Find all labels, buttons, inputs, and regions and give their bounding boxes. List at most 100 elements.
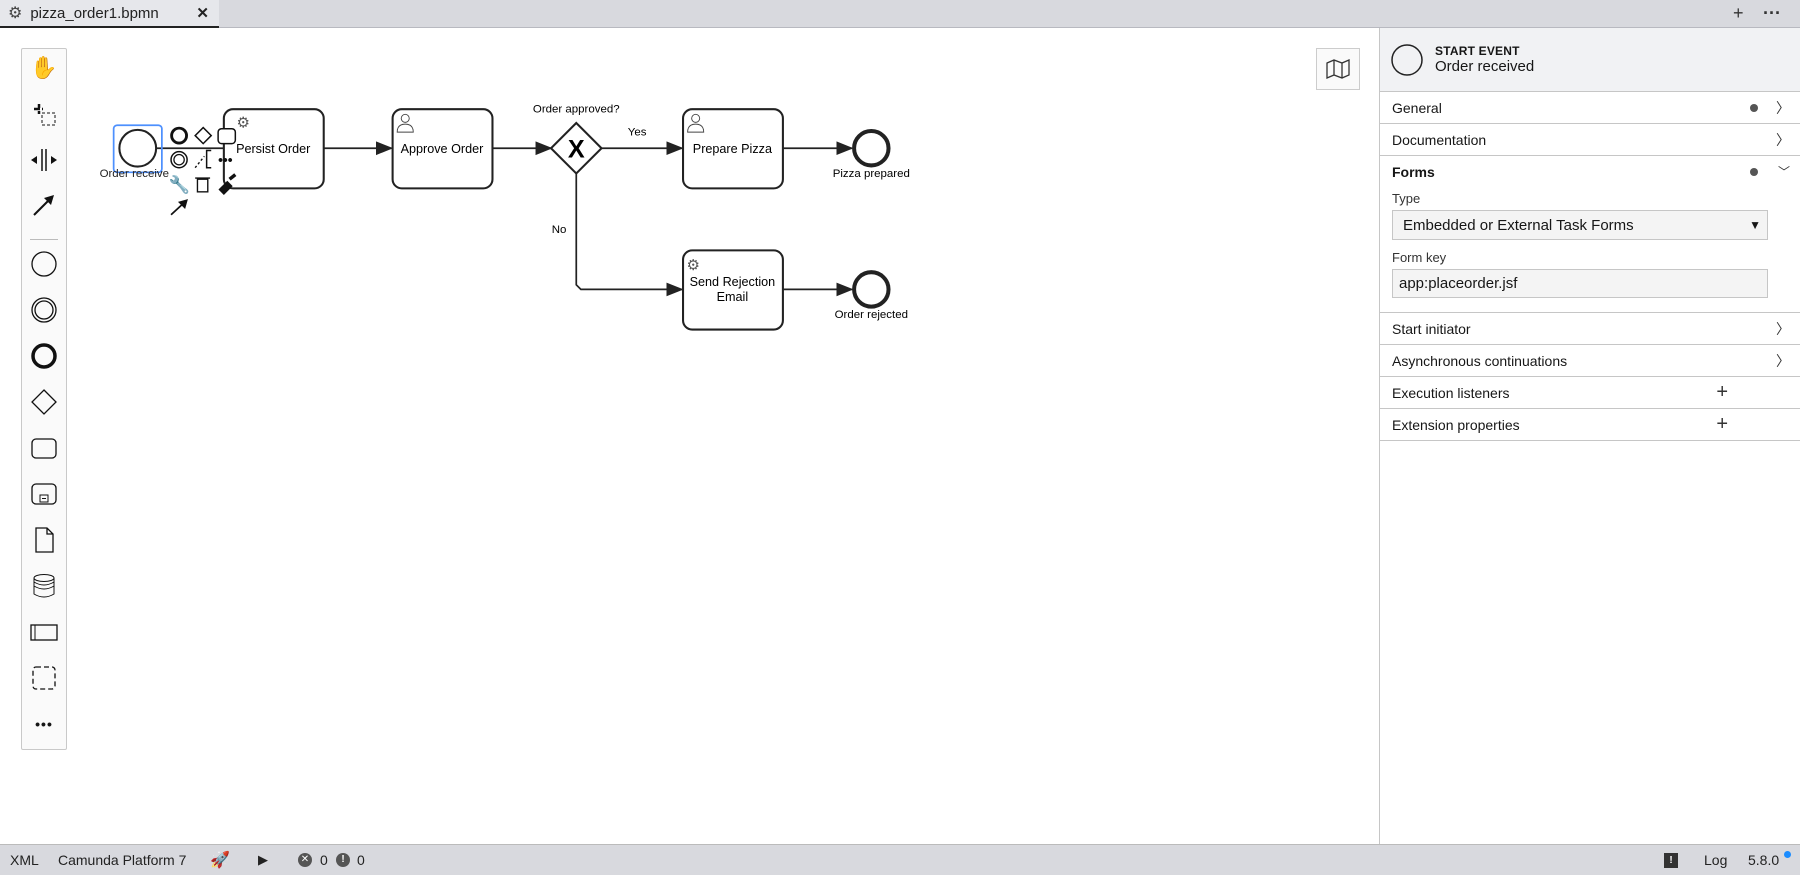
minimap-toggle[interactable] bbox=[1316, 48, 1360, 90]
xml-button[interactable]: XML bbox=[10, 852, 39, 868]
exclusive-gateway[interactable]: X bbox=[549, 121, 603, 175]
add-listener-button[interactable]: + bbox=[1716, 381, 1728, 403]
group-general: General 〉 bbox=[1380, 92, 1800, 124]
create-gateway[interactable] bbox=[22, 383, 66, 421]
task-persist-order[interactable]: ⚙ Persist Order bbox=[222, 108, 325, 190]
group-header-general[interactable]: General 〉 bbox=[1380, 92, 1800, 123]
group-header-extension-properties[interactable]: Extension properties+ bbox=[1380, 409, 1800, 440]
gear-icon: ⚙ bbox=[8, 5, 23, 22]
create-data-store[interactable] bbox=[22, 567, 66, 605]
sequence-flow-no bbox=[575, 173, 684, 297]
deploy-rocket-icon[interactable]: 🚀 bbox=[210, 852, 230, 869]
text-annotation-icon[interactable] bbox=[194, 155, 205, 169]
group-extension-properties: Extension properties+ bbox=[1380, 409, 1800, 441]
group-header-execution-listeners[interactable]: Execution listeners+ bbox=[1380, 377, 1800, 408]
group-header-async[interactable]: Asynchronous continuations 〉 bbox=[1380, 345, 1800, 376]
intermediate-event-icon bbox=[31, 297, 57, 323]
data-store-icon bbox=[33, 574, 55, 598]
group-label: Documentation bbox=[1392, 131, 1487, 148]
add-property-button[interactable]: + bbox=[1716, 413, 1728, 435]
group-forms: Forms﹀ Type Embedded or External Task Fo… bbox=[1380, 156, 1800, 313]
more-icon: ••• bbox=[35, 716, 53, 732]
form-type-select[interactable]: Embedded or External Task Forms▼ bbox=[1392, 210, 1768, 240]
form-key-label: Form key bbox=[1392, 250, 1447, 265]
space-tool-icon bbox=[31, 149, 57, 171]
group-header-forms[interactable]: Forms﹀ bbox=[1380, 156, 1800, 187]
chevron-right-icon: 〉 bbox=[1776, 99, 1790, 116]
task-send-rejection-email[interactable]: ⚙ Send Rejection Email bbox=[682, 249, 784, 331]
map-icon bbox=[1326, 59, 1350, 79]
group-header-documentation[interactable]: Documentation〉 bbox=[1380, 124, 1800, 155]
chevron-down-icon: ▼ bbox=[1749, 218, 1761, 232]
task-approve-order[interactable]: Approve Order bbox=[391, 108, 494, 190]
append-gateway-icon[interactable] bbox=[194, 126, 213, 145]
data-object-icon bbox=[35, 527, 54, 553]
create-end-event[interactable] bbox=[22, 337, 66, 375]
start-event-icon bbox=[31, 251, 57, 277]
connect-arrow-icon[interactable] bbox=[170, 199, 188, 216]
warning-icon[interactable]: ! bbox=[336, 853, 350, 867]
create-start-event[interactable] bbox=[22, 245, 66, 283]
create-intermediate-event[interactable] bbox=[22, 291, 66, 329]
start-event-label: Order receive bbox=[100, 168, 169, 180]
create-pool[interactable] bbox=[22, 613, 66, 651]
group-label: Start initiator bbox=[1392, 320, 1471, 337]
space-tool[interactable] bbox=[22, 141, 66, 179]
data-indicator-dot bbox=[1750, 167, 1758, 176]
end-event-order-rejected[interactable] bbox=[852, 270, 891, 309]
flow-label-yes: Yes bbox=[628, 127, 647, 139]
close-tab-button[interactable]: ✕ bbox=[196, 5, 209, 22]
form-key-input[interactable]: app:placeorder.jsf bbox=[1392, 269, 1768, 298]
service-task-gear-icon: ⚙ bbox=[686, 257, 699, 274]
trash-icon[interactable] bbox=[195, 177, 211, 193]
chevron-down-icon: ﹀ bbox=[1777, 165, 1790, 179]
log-button[interactable]: Log bbox=[1704, 852, 1728, 868]
group-start-initiator: Start initiator 〉 bbox=[1380, 313, 1800, 345]
group-label: General bbox=[1392, 99, 1442, 116]
error-icon[interactable]: ✕ bbox=[298, 853, 312, 867]
tab-pizza-order[interactable]: ⚙ pizza_order1.bpmn ✕ bbox=[0, 0, 219, 28]
warning-count: 0 bbox=[357, 852, 365, 868]
more-options-button[interactable]: ··· bbox=[1763, 3, 1781, 23]
properties-panel: START EVENT Order received General〉 Docu… bbox=[1379, 28, 1800, 844]
task-prepare-pizza[interactable]: Prepare Pizza bbox=[682, 108, 784, 190]
user-task-icon bbox=[396, 113, 414, 133]
status-bar: XML Camunda Platform 7 🚀 ▶ ✕ 0 ! 0 ! Log… bbox=[0, 844, 1800, 875]
color-brush-icon[interactable] bbox=[218, 173, 237, 195]
context-pad: ••• 🔧 bbox=[169, 126, 237, 216]
create-task[interactable] bbox=[22, 429, 66, 467]
wrench-icon[interactable]: 🔧 bbox=[169, 174, 190, 195]
append-end-event-icon[interactable] bbox=[170, 126, 188, 145]
user-task-icon bbox=[687, 113, 705, 133]
create-data-object[interactable] bbox=[22, 521, 66, 559]
chevron-right-icon: 〉 bbox=[1776, 320, 1790, 337]
type-label: Type bbox=[1392, 191, 1421, 206]
service-task-gear-icon: ⚙ bbox=[236, 115, 249, 132]
feedback-icon[interactable]: ! bbox=[1664, 852, 1678, 868]
create-subprocess[interactable] bbox=[22, 475, 66, 513]
platform-button[interactable]: Camunda Platform 7 bbox=[58, 852, 187, 868]
create-group[interactable] bbox=[22, 659, 66, 697]
append-task-icon[interactable] bbox=[217, 127, 237, 145]
lasso-icon bbox=[34, 104, 56, 126]
new-tab-button[interactable]: + bbox=[1733, 3, 1744, 23]
chevron-right-icon: 〉 bbox=[1776, 352, 1790, 369]
start-event-icon bbox=[1391, 43, 1423, 76]
hand-tool[interactable]: ✋ bbox=[22, 49, 66, 87]
global-connect-tool[interactable] bbox=[22, 186, 66, 224]
group-label: Asynchronous continuations bbox=[1392, 352, 1568, 369]
svg-text:Send Rejection: Send Rejection bbox=[690, 275, 776, 289]
end-event-pizza-prepared[interactable] bbox=[852, 128, 891, 168]
group-header-start-initiator[interactable]: Start initiator 〉 bbox=[1380, 313, 1800, 344]
more-tools[interactable]: ••• bbox=[22, 705, 66, 743]
gateway-icon bbox=[31, 389, 57, 415]
gateway-label: Order approved? bbox=[533, 104, 620, 116]
more-icon[interactable]: ••• bbox=[218, 152, 233, 167]
start-event[interactable] bbox=[118, 128, 158, 168]
run-play-icon[interactable]: ▶ bbox=[258, 852, 268, 867]
lasso-tool[interactable] bbox=[22, 95, 66, 133]
svg-text:Approve Order: Approve Order bbox=[401, 142, 484, 156]
element-type: START EVENT bbox=[1435, 44, 1520, 58]
version-button[interactable]: 5.8.0 bbox=[1748, 852, 1780, 868]
svg-text:Email: Email bbox=[717, 290, 749, 304]
